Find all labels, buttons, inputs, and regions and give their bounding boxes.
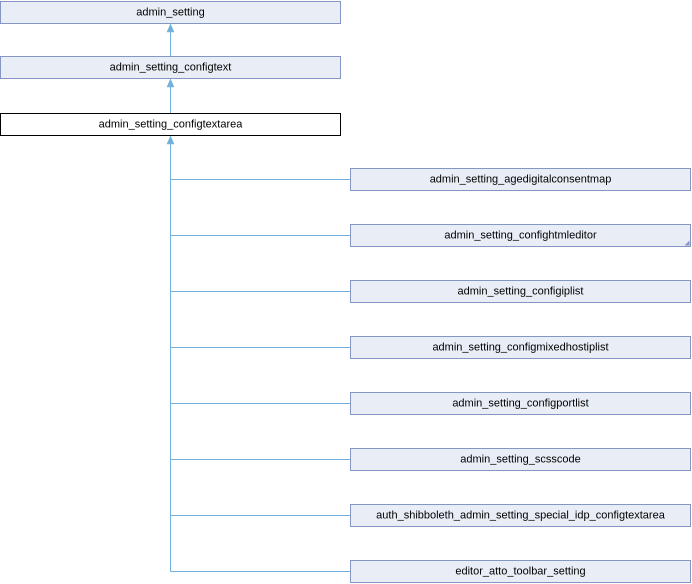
class-box[interactable] <box>0 56 341 79</box>
inheritance-edges <box>166 23 351 572</box>
class-box[interactable] <box>350 224 691 247</box>
class-node-admin-setting[interactable]: admin_setting <box>0 1 341 24</box>
class-node-admin-setting-confightmleditor[interactable]: admin_setting_confightmleditor <box>350 224 691 247</box>
class-label: admin_setting_configportlist <box>452 398 588 410</box>
class-box[interactable] <box>350 560 691 583</box>
current-class-label: admin_setting_configtextarea <box>99 119 244 131</box>
class-label: admin_setting_configmixedhostiplist <box>432 342 608 354</box>
class-box[interactable] <box>350 336 691 359</box>
class-label: admin_setting <box>136 7 205 19</box>
class-label: editor_atto_toolbar_setting <box>455 566 585 578</box>
class-label: admin_setting_agedigitalconsentmap <box>430 174 612 186</box>
class-box[interactable] <box>350 280 691 303</box>
class-node-admin-setting-agedigitalconsentmap[interactable]: admin_setting_agedigitalconsentmap <box>350 168 691 191</box>
class-box[interactable] <box>0 1 341 24</box>
class-box[interactable] <box>350 504 691 527</box>
class-box[interactable] <box>350 168 691 191</box>
current-class-box[interactable] <box>0 113 341 136</box>
inheritance-arrow <box>166 78 175 88</box>
class-box[interactable] <box>350 392 691 415</box>
class-label: admin_setting_configtext <box>110 62 232 74</box>
class-node-admin-setting-configportlist[interactable]: admin_setting_configportlist <box>350 392 691 415</box>
class-label: admin_setting_scsscode <box>460 454 580 466</box>
class-node-auth-shibboleth-admin-setting-special-idp-configtextarea[interactable]: auth_shibboleth_admin_setting_special_id… <box>350 504 691 527</box>
class-node-admin-setting-configmixedhostiplist[interactable]: admin_setting_configmixedhostiplist <box>350 336 691 359</box>
class-label: admin_setting_confightmleditor <box>444 230 597 242</box>
class-box[interactable] <box>350 448 691 471</box>
more-subclasses-marker <box>684 240 690 246</box>
class-label: auth_shibboleth_admin_setting_special_id… <box>376 510 666 522</box>
subclass-arrow <box>166 135 175 145</box>
class-node-admin-setting-configiplist[interactable]: admin_setting_configiplist <box>350 280 691 303</box>
class-node-admin-setting-configtext[interactable]: admin_setting_configtext <box>0 56 341 79</box>
inheritance-arrow <box>166 23 175 33</box>
class-node-admin-setting-configtextarea[interactable]: admin_setting_configtextarea <box>0 113 341 136</box>
class-node-editor-atto-toolbar-setting[interactable]: editor_atto_toolbar_setting <box>350 560 691 583</box>
class-node-admin-setting-scsscode[interactable]: admin_setting_scsscode <box>350 448 691 471</box>
class-label: admin_setting_configiplist <box>458 286 584 298</box>
